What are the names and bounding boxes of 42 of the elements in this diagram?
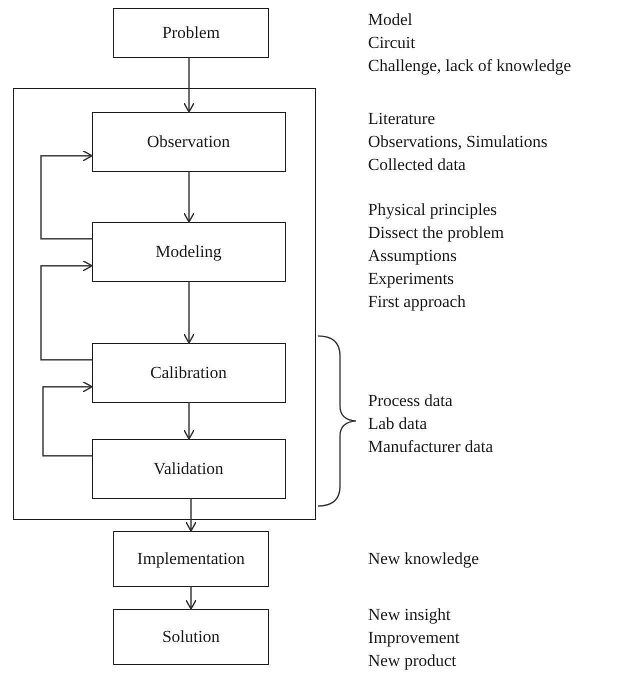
side-note: Circuit [368,32,416,54]
side-note: Observations, Simulations [368,131,548,153]
side-note: Challenge, lack of knowledge [368,55,571,77]
process-box [92,342,286,402]
process-box [113,531,269,587]
arrow [183,172,195,223]
side-note: Collected data [368,154,466,176]
box-label: Validation [154,458,224,478]
arrow [183,282,195,344]
process-box [92,222,286,282]
side-note: New product [368,650,456,672]
frame-box [13,88,316,520]
side-note: Dissect the problem [368,222,504,244]
side-note: First approach [368,291,466,313]
side-note: Experiments [368,268,454,290]
box-label: Problem [162,23,220,43]
side-note: Physical principles [368,199,497,221]
process-box [92,438,286,498]
arrow [40,260,93,360]
side-note: New knowledge [368,548,479,570]
process-box [92,112,286,172]
box-label: Implementation [137,549,245,569]
side-note: New insight [368,604,451,626]
side-note: Improvement [368,627,460,649]
process-box [113,609,269,665]
side-note: Lab data [368,413,427,435]
arrow [40,150,93,240]
side-note: Literature [368,108,436,130]
arrow [42,381,93,456]
box-label: Observation [146,132,230,152]
process-box [113,8,269,58]
arrow [185,587,197,610]
box-label: Calibration [150,362,227,382]
arrow [183,403,195,440]
arrow [183,58,195,113]
side-note: Process data [368,390,453,412]
box-label: Solution [162,627,220,647]
side-note: Manufacturer data [368,436,494,458]
box-label: Modeling [155,242,222,262]
side-note: Model [368,9,412,31]
arrow [185,499,197,532]
side-note: Assumptions [368,245,457,267]
